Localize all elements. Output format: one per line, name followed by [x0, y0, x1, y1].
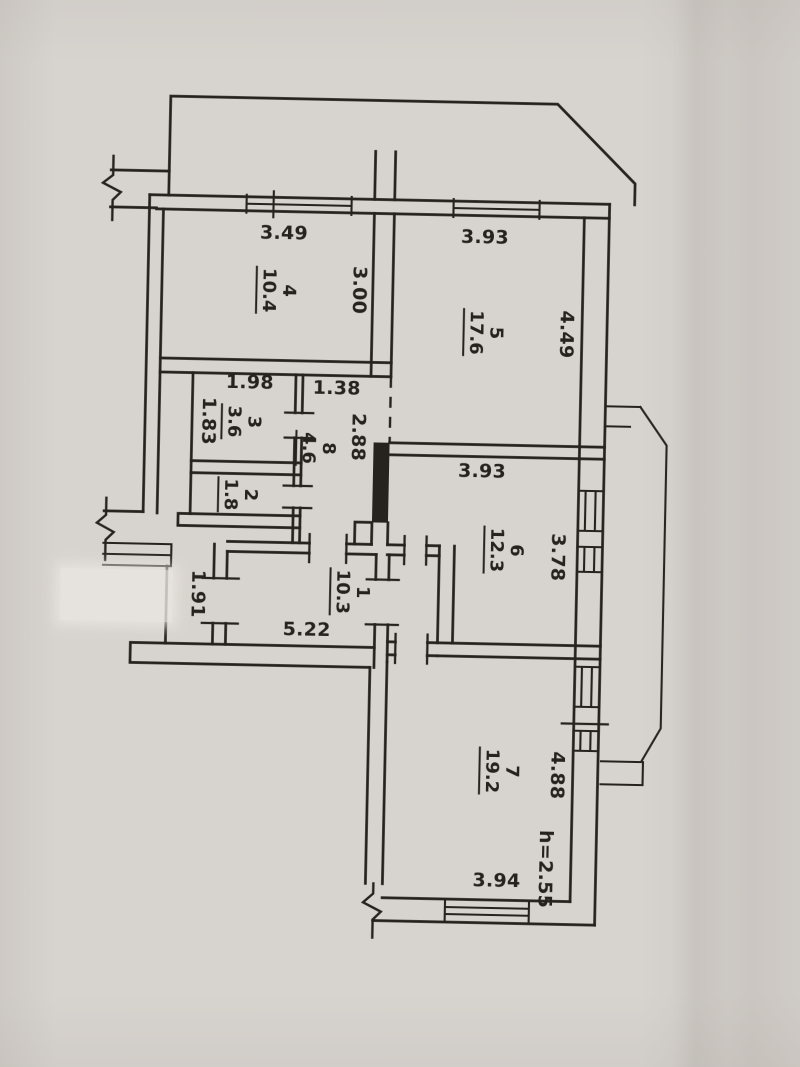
dashed-opening	[388, 376, 393, 443]
room-area: 12.3	[482, 525, 507, 575]
door-openings	[200, 411, 609, 726]
ceiling-height-note: h=2.55	[533, 829, 558, 909]
dim-room7-width: 3.94	[472, 869, 521, 893]
interior-walls	[158, 212, 606, 669]
room-label-2: 2 1.8	[216, 476, 262, 513]
room-number: 2	[240, 488, 262, 502]
room-label-8: 8 4.6	[294, 429, 340, 467]
dim-room3-depth: 1.83	[197, 396, 221, 446]
wall-breaks	[94, 154, 383, 939]
room-label-6: 6 12.3	[482, 525, 528, 575]
dim-corridor-depth: 2.88	[346, 412, 370, 462]
dim-room6-depth: 3.78	[546, 533, 570, 582]
room-number: 6	[505, 543, 528, 557]
dim-entry-depth: 1.91	[186, 569, 210, 619]
room-area: 17.6	[461, 308, 487, 357]
room-label-7: 7 19.2	[477, 746, 523, 796]
room-number: 7	[501, 764, 523, 778]
dim-room6-width: 3.93	[457, 459, 507, 483]
room-number: 1	[352, 585, 374, 599]
room-area: 4.6	[294, 429, 319, 467]
room-number: 5	[485, 326, 507, 340]
room-label-4: 4 10.4	[254, 265, 300, 315]
balcony-outline	[599, 405, 668, 787]
room-area: 10.3	[328, 567, 353, 617]
dim-room7-depth: 4.88	[545, 751, 569, 800]
room-area: 19.2	[477, 746, 503, 796]
room-label-3: 3 3.6	[219, 403, 265, 440]
dim-room5-width: 3.93	[460, 225, 510, 249]
dim-room5-depth: 4.49	[554, 310, 578, 359]
room-number: 3	[243, 415, 265, 429]
room-number: 4	[278, 284, 300, 298]
windows	[101, 190, 605, 925]
dim-room4-depth: 3.00	[347, 265, 371, 315]
dim-corridor-width: 1.38	[312, 376, 362, 400]
room-number: 8	[318, 441, 340, 455]
paper-artifact	[59, 567, 173, 623]
room-area: 10.4	[254, 265, 280, 315]
outer-walls	[102, 94, 637, 927]
dim-room1-width: 5.22	[282, 618, 331, 642]
dim-room4-width: 3.49	[259, 221, 309, 245]
room-label-1: 1 10.3	[328, 567, 374, 617]
dim-room3-width: 1.98	[225, 370, 275, 394]
room-area: 3.6	[219, 403, 245, 440]
room-area: 1.8	[216, 476, 241, 513]
room-label-5: 5 17.6	[461, 308, 507, 357]
